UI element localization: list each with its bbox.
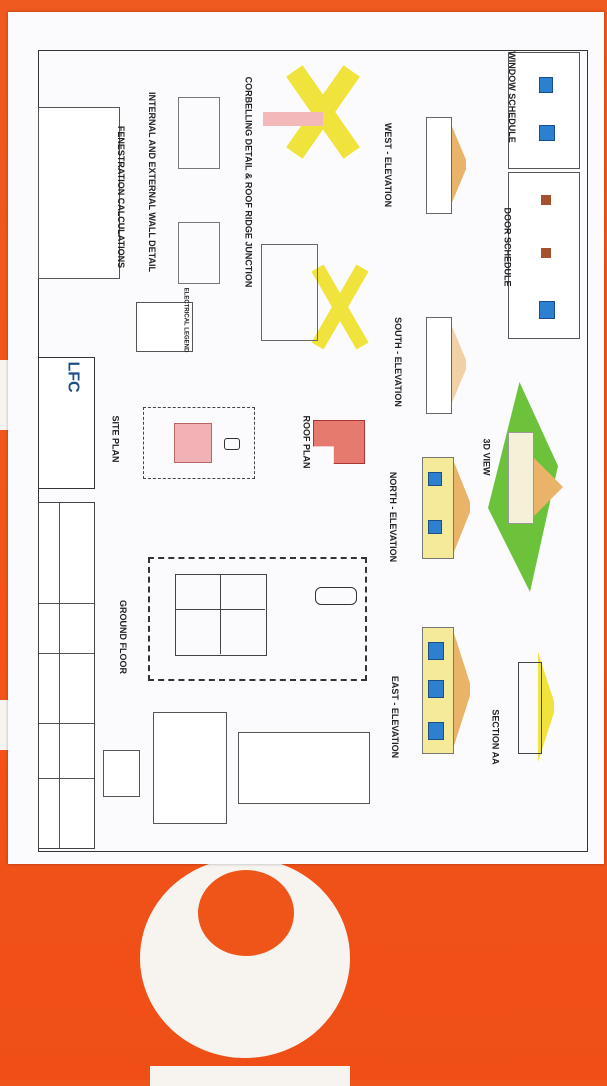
architectural-drawing-sheet: WINDOW SCHEDULE DOOR SCHEDULE WEST - ELE…: [8, 12, 604, 864]
electrical-legend-table: [136, 302, 193, 352]
fenestration-table: [38, 107, 120, 279]
window-schedule-table: [508, 52, 580, 169]
fenestration-title: FENESTRATION CALCULATIONS: [116, 125, 127, 269]
firm-logo-block: LFC: [38, 357, 95, 489]
roof-plan-title: ROOF PLAN: [301, 415, 312, 469]
door-swatch: [541, 248, 551, 258]
electrical-legend-title: ELECTRICAL LEGEND: [182, 287, 189, 353]
corbelling-detail-drawing: [258, 52, 368, 162]
site-plan-drawing: [143, 407, 255, 479]
south-elevation-drawing: [418, 312, 468, 422]
3d-view-title: 3D VIEW: [481, 438, 492, 476]
east-elevation-drawing: [416, 622, 471, 757]
wall-detail-title: INTERNAL AND EXTERNAL WALL DETAIL: [147, 92, 157, 272]
site-plan-car: [224, 438, 240, 450]
carport-car-icon: [315, 587, 357, 605]
ground-floor-title: GROUND FLOOR: [118, 600, 128, 674]
floor-plan-rooms: [175, 574, 267, 656]
section-aa-title: SECTION AA: [490, 709, 501, 765]
door-schedule-title: DOOR SCHEDULE: [502, 207, 513, 287]
north-elevation-drawing: [416, 452, 471, 562]
banner-logo-hole: [198, 870, 294, 956]
external-wall-detail-drawing: [178, 97, 220, 169]
site-plan-house: [174, 423, 212, 463]
internal-wall-detail-drawing: [178, 222, 220, 284]
south-elevation-title: SOUTH - ELEVATION: [392, 317, 403, 407]
window-swatch: [539, 77, 553, 93]
detail-box: [261, 244, 318, 341]
general-notes-block: [238, 732, 370, 804]
window-schedule-title: WINDOW SCHEDULE: [506, 51, 517, 143]
door-swatch: [539, 301, 555, 319]
3d-view-render: [488, 382, 568, 592]
west-elevation-drawing: [418, 107, 468, 217]
corbelling-title: CORBELLING DETAIL & ROOF RIDGE JUNCTION: [243, 76, 254, 288]
section-aa-drawing: [508, 622, 568, 782]
ground-floor-plan: [148, 557, 367, 681]
schedule-notes-table: [153, 712, 227, 824]
title-block: [38, 502, 95, 849]
banner-stripe: [150, 1066, 350, 1086]
area-schedule-table: [103, 750, 140, 797]
window-swatch: [539, 125, 555, 141]
west-elevation-title: WEST - ELEVATION: [383, 122, 394, 208]
north-elevation-title: NORTH - ELEVATION: [388, 471, 399, 563]
door-swatch: [541, 195, 551, 205]
east-elevation-title: EAST - ELEVATION: [390, 675, 401, 759]
door-schedule-table: [508, 172, 580, 339]
firm-logo-text: LFC: [64, 361, 82, 393]
site-plan-title: SITE PLAN: [110, 415, 121, 463]
